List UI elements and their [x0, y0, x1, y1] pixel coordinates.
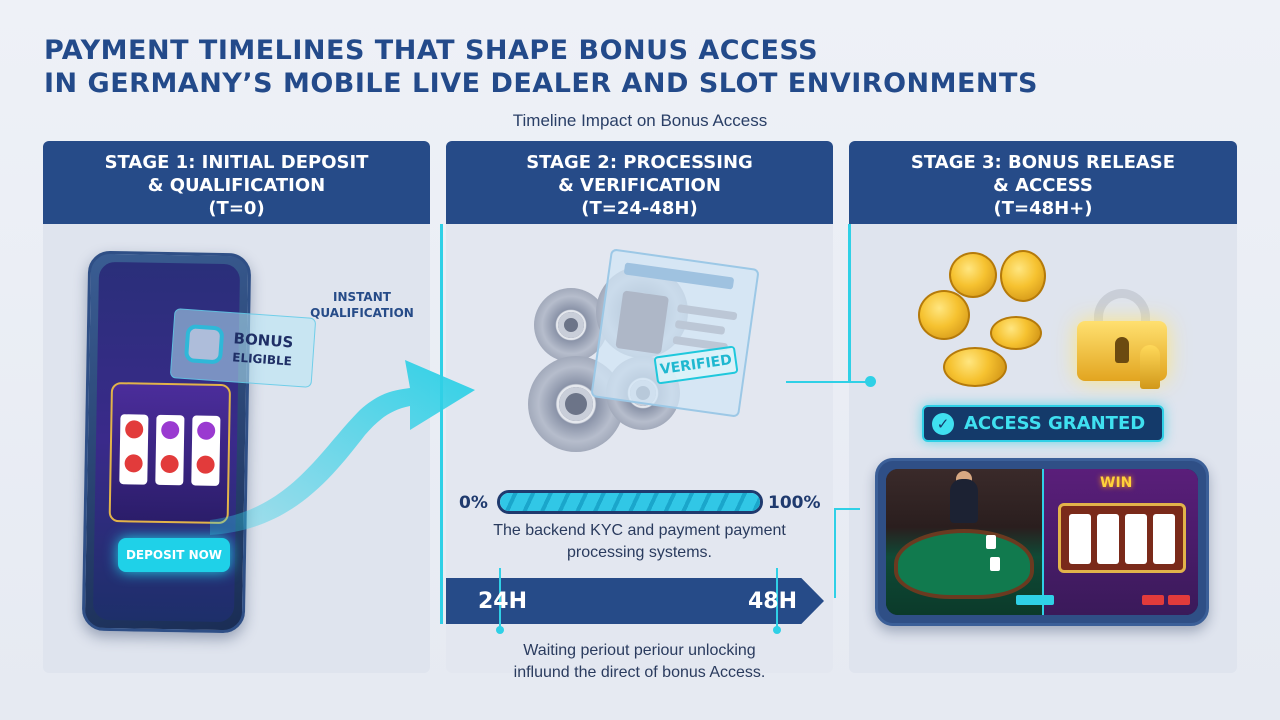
- timeline-end-label: 48H: [748, 589, 798, 614]
- chip-button[interactable]: [1016, 595, 1054, 605]
- blackjack-table: [894, 529, 1034, 599]
- progress-fill: [500, 493, 760, 511]
- connector-line: [848, 224, 851, 382]
- bonus-badge-icon: [183, 324, 225, 365]
- wait-line-2: influund the direct of bonus Access.: [513, 664, 766, 681]
- connector-line: [786, 381, 870, 383]
- stage-1-header: STAGE 1: INITIAL DEPOSIT & QUALIFICATION…: [43, 141, 430, 224]
- processing-description: The backend KYC and payment payment proc…: [446, 520, 833, 564]
- connector-dot: [865, 376, 876, 387]
- playing-card-icon: [986, 535, 996, 549]
- timeline-tick: [776, 568, 778, 630]
- timeline-dot: [773, 626, 781, 634]
- connector-line: [440, 224, 443, 624]
- title-line-1: PAYMENT TIMELINES THAT SHAPE BONUS ACCES…: [44, 35, 819, 66]
- waiting-period-description: Waiting periout periour unlocking influu…: [446, 640, 833, 684]
- wait-line-1: Waiting periout periour unlocking: [523, 642, 756, 659]
- qualification-arrow-icon: [210, 360, 475, 535]
- subtitle: Timeline Impact on Bonus Access: [512, 111, 768, 130]
- progress-end-label: 100%: [768, 493, 821, 513]
- stage-3-title-line-1: STAGE 3: BONUS RELEASE: [910, 152, 1176, 173]
- timeline-tick: [499, 568, 501, 630]
- stage-2-header: STAGE 2: PROCESSING & VERIFICATION (T=24…: [446, 141, 833, 224]
- stage-1-title-line-2: & QUALIFICATION: [147, 175, 326, 196]
- keyhole-icon: [1115, 337, 1129, 363]
- instant-line-2: QUALIFICATION: [310, 306, 414, 320]
- gold-coin-icon: [949, 252, 997, 298]
- description-line-1: The backend KYC and payment payment: [493, 522, 786, 539]
- stage-3-title-line-3: (T=48H+): [993, 198, 1093, 219]
- bet-button[interactable]: [1142, 595, 1164, 605]
- gold-coin-icon: [918, 290, 970, 340]
- spin-button[interactable]: [1168, 595, 1190, 605]
- stage-3-title-line-2: & ACCESS: [993, 175, 1093, 196]
- connector-line: [834, 508, 836, 598]
- access-granted-badge: ✓ ACCESS GRANTED: [922, 405, 1164, 442]
- avatar: [615, 290, 669, 355]
- live-dealer-table: [886, 469, 1042, 615]
- stage-1-title-line-1: STAGE 1: INITIAL DEPOSIT: [104, 152, 369, 173]
- connector-line: [834, 508, 860, 510]
- padlock-shackle: [1094, 289, 1150, 341]
- stage-2-title-line-3: (T=24-48H): [581, 198, 698, 219]
- timeline-start-label: 24H: [478, 589, 528, 614]
- instant-line-1: INSTANT: [333, 290, 391, 304]
- verification-progress-bar: [497, 490, 763, 514]
- timeline-arrow: [446, 578, 824, 624]
- phone-screen: WIN: [886, 469, 1198, 615]
- gold-coin-icon: [943, 347, 1007, 387]
- access-granted-label: ACCESS GRANTED: [964, 413, 1146, 434]
- stage-2-title-line-1: STAGE 2: PROCESSING: [526, 152, 753, 173]
- gear-icon: [534, 288, 608, 362]
- instant-qualification-label: INSTANT QUALIFICATION: [298, 289, 426, 321]
- stage-1-title-line-3: (T=0): [208, 198, 265, 219]
- gold-coin-icon: [1000, 250, 1046, 302]
- mobile-casino-phone: WIN: [875, 458, 1209, 626]
- description-line-2: processing systems.: [567, 544, 712, 561]
- bonus-line-2: ELIGIBLE: [231, 350, 293, 369]
- playing-card-icon: [990, 557, 1000, 571]
- bonus-eligible-card: BONUS ELIGIBLE: [169, 308, 317, 388]
- gold-coin-icon: [990, 316, 1042, 350]
- id-document-icon: [590, 248, 760, 418]
- win-badge: WIN: [1100, 475, 1133, 491]
- key-icon: [1140, 345, 1160, 389]
- slot-reels: [1058, 503, 1186, 573]
- slot-game-view: WIN: [1042, 469, 1198, 615]
- dealer-figure: [950, 479, 978, 523]
- page-title: PAYMENT TIMELINES THAT SHAPE BONUS ACCES…: [44, 34, 1244, 100]
- timeline-dot: [496, 626, 504, 634]
- check-icon: ✓: [932, 413, 954, 435]
- deposit-now-button[interactable]: DEPOSIT NOW: [118, 538, 230, 572]
- progress-start-label: 0%: [459, 493, 488, 513]
- stage-2-title-line-2: & VERIFICATION: [558, 175, 721, 196]
- title-line-2: IN GERMANY’S MOBILE LIVE DEALER AND SLOT…: [44, 68, 1038, 99]
- stage-3-header: STAGE 3: BONUS RELEASE & ACCESS (T=48H+): [849, 141, 1237, 224]
